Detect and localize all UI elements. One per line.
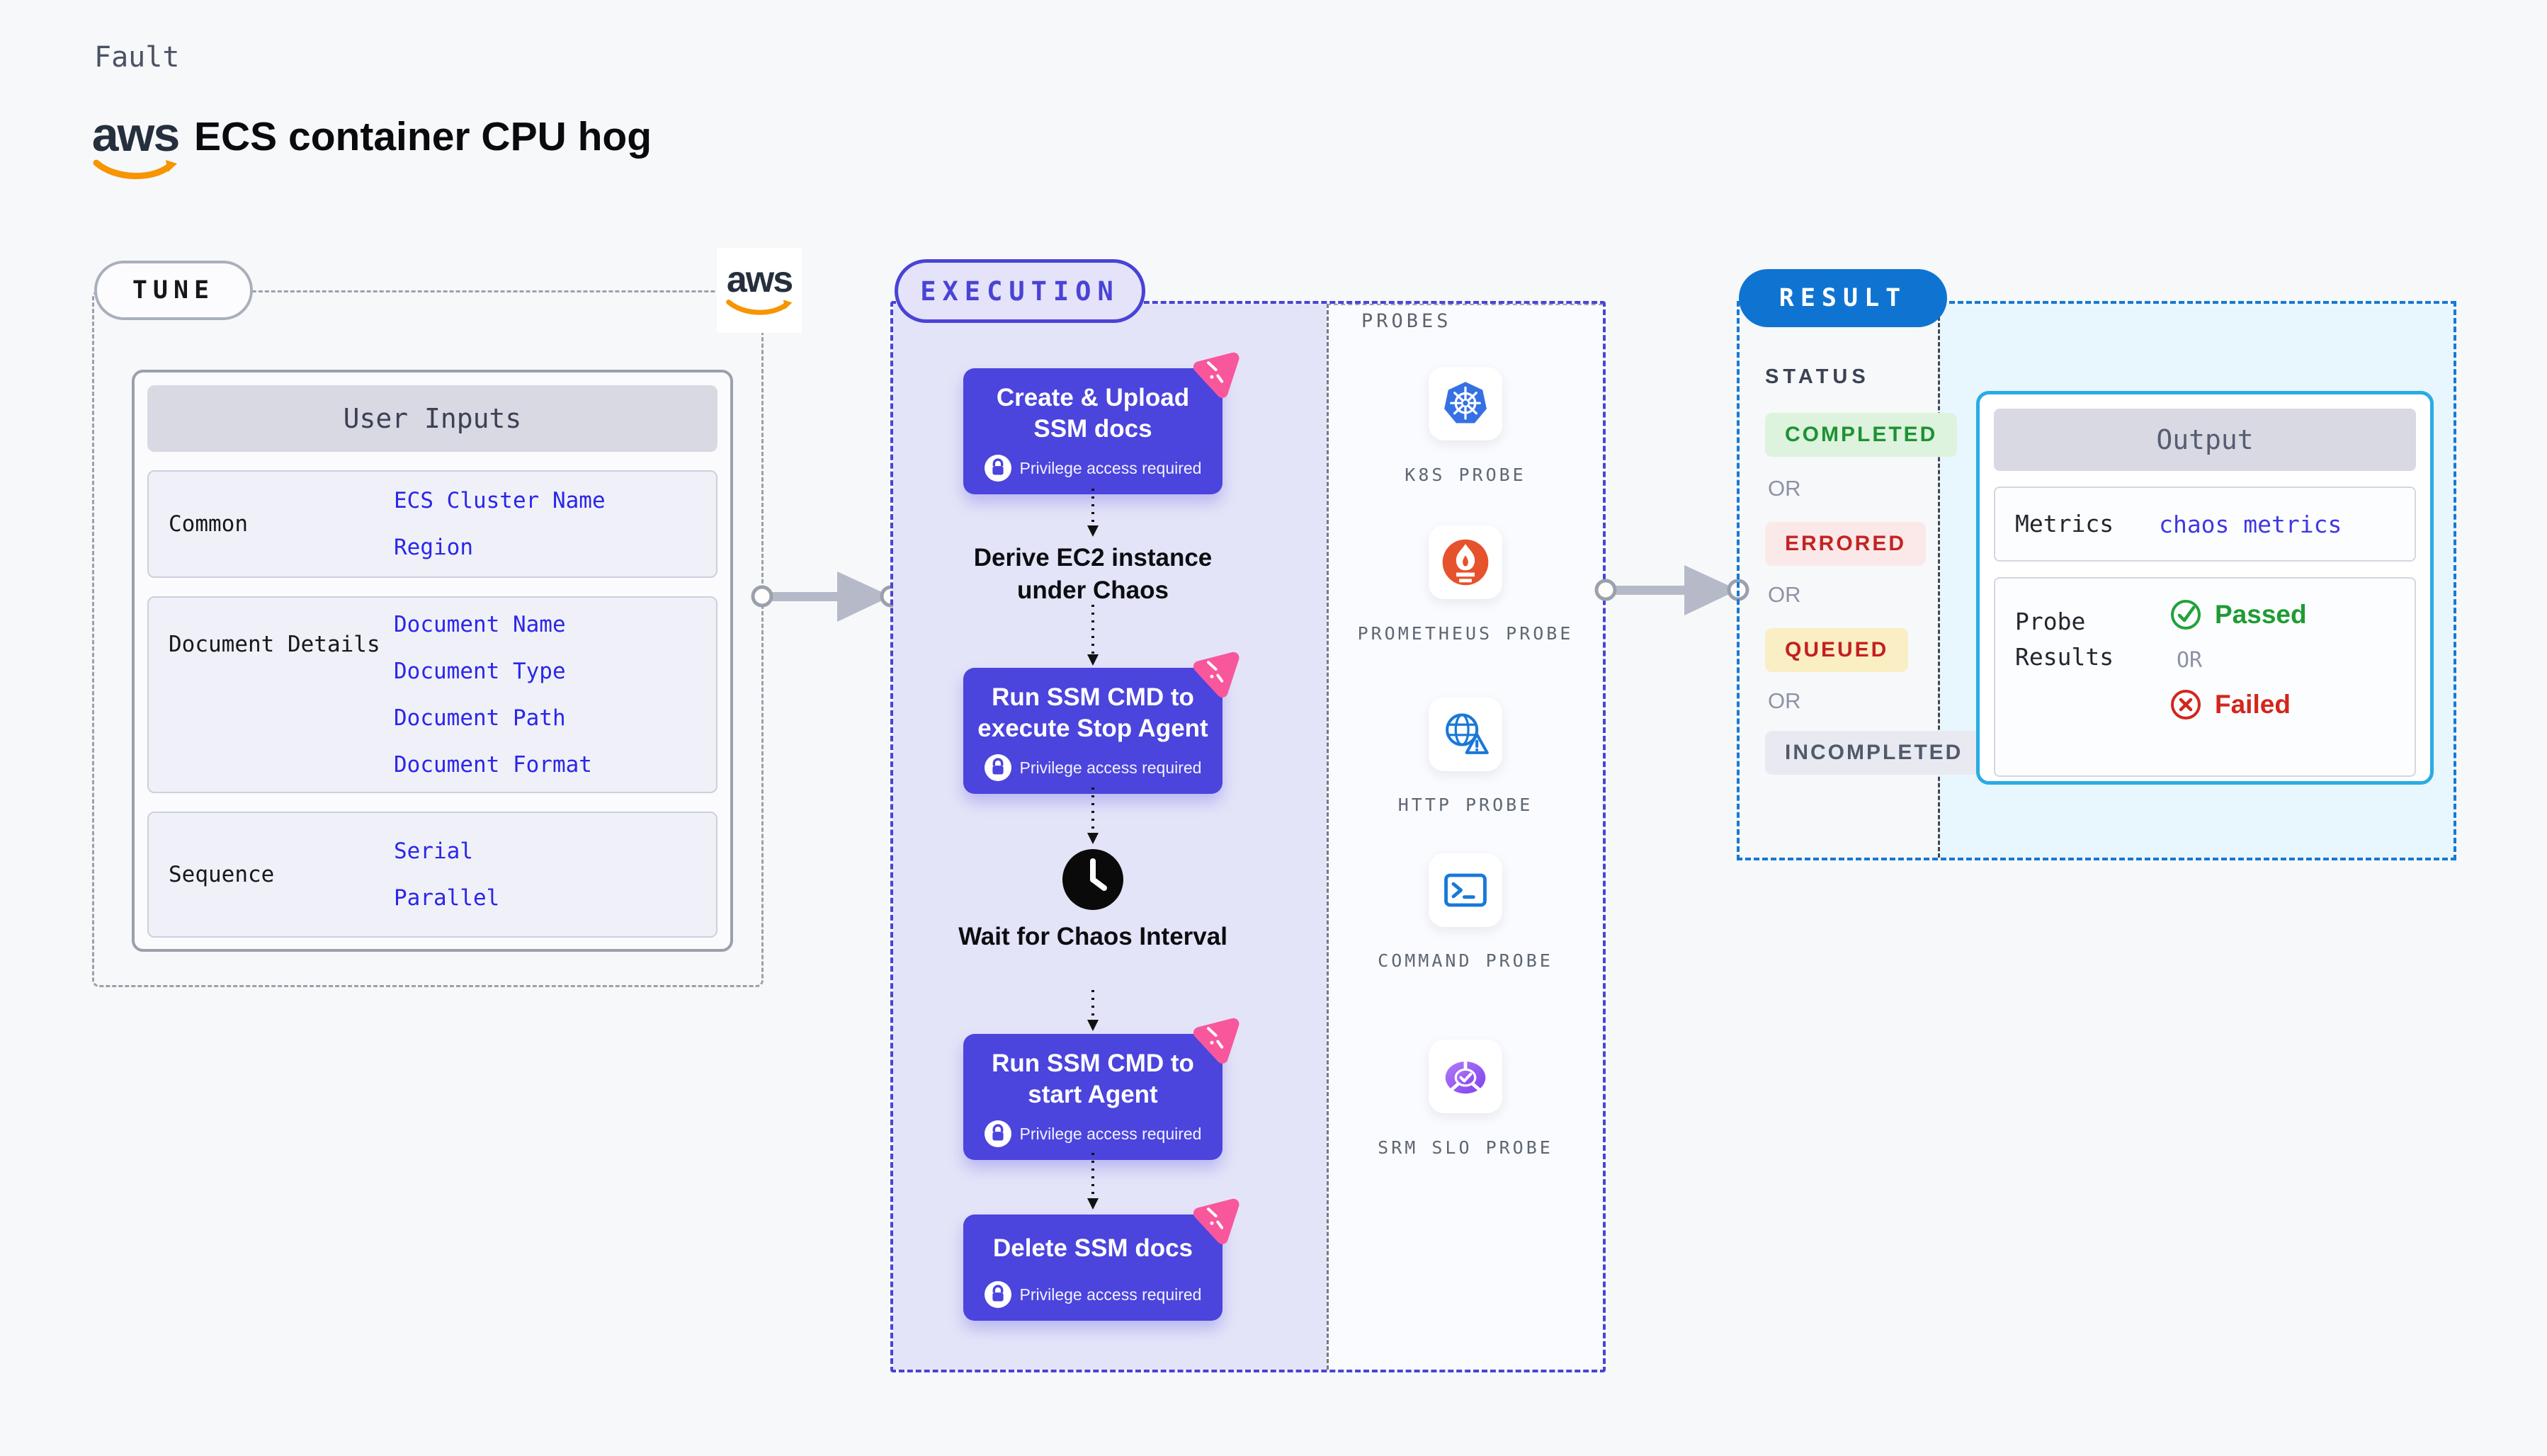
row-label: Sequence — [169, 861, 275, 887]
step-run-ssm-stop-agent: Run SSM CMD to execute Stop Agent Privil… — [963, 652, 1240, 795]
or-separator: OR — [1768, 582, 1801, 607]
privilege-badge: Privilege access required — [1019, 758, 1202, 777]
status-label: STATUS — [1765, 365, 1870, 388]
or-separator: OR — [1768, 688, 1801, 713]
srm-slo-probe-label: SRM SLO PROBE — [1378, 1137, 1553, 1158]
failed-label: Failed — [2215, 690, 2291, 719]
prometheus-probe-label: PROMETHEUS PROBE — [1357, 623, 1574, 644]
kubernetes-icon — [1444, 382, 1487, 423]
row-label: Document Details — [169, 632, 380, 657]
input-region: Region — [394, 535, 473, 560]
flow-arrow-icon — [1087, 787, 1099, 844]
user-inputs-card: User Inputs Common ECS Cluster Name Regi… — [132, 370, 733, 952]
execution-to-result-arrow-icon — [1594, 565, 1749, 615]
check-circle-icon — [2171, 600, 2201, 630]
chaos-icon — [1193, 1198, 1240, 1244]
privilege-badge: Privilege access required — [1019, 458, 1202, 477]
status-badge-incompleted: INCOMPLETED — [1765, 731, 1983, 775]
chaos-icon — [1193, 1018, 1240, 1064]
step-title: Delete SSM docs — [992, 1234, 1193, 1262]
aws-smile-icon — [726, 300, 793, 315]
metrics-value: chaos metrics — [2159, 510, 2342, 538]
user-inputs-row-common: Common ECS Cluster Name Region — [147, 470, 717, 578]
clock-icon — [1062, 849, 1123, 910]
step-title: Run SSM CMD to execute Stop Agent — [977, 683, 1208, 743]
http-probe-card — [1429, 698, 1502, 771]
k8s-probe-card — [1429, 367, 1502, 440]
aws-logo: aws — [91, 108, 181, 184]
fault-category-label: Fault — [94, 41, 180, 74]
input-document-name: Document Name — [394, 612, 566, 637]
input-document-type: Document Type — [394, 659, 566, 684]
step-title: Run SSM CMD to start Agent — [992, 1050, 1194, 1109]
lock-icon — [984, 1120, 1011, 1148]
lock-icon — [984, 1281, 1011, 1309]
flow-arrow-icon — [1087, 990, 1099, 1031]
aws-logo-small: aws — [725, 261, 793, 319]
aws-logo-text: aws — [91, 108, 181, 161]
row-label: Common — [169, 511, 248, 537]
status-badge-queued: QUEUED — [1765, 628, 1909, 672]
input-ecs-cluster-name: ECS Cluster Name — [394, 488, 606, 513]
input-document-path: Document Path — [394, 705, 566, 731]
probe-results-row: Probe Results Passed OR Faile — [1994, 577, 2416, 777]
aws-smile-icon — [93, 159, 177, 179]
or-separator: OR — [1768, 476, 1801, 501]
srm-slo-probe-card — [1429, 1040, 1502, 1113]
probes-label: PROBES — [1361, 310, 1452, 332]
result-section-pill: RESULT — [1739, 269, 1947, 327]
output-card: Output Metrics chaos metrics Probe Resul… — [1976, 391, 2434, 785]
input-parallel: Parallel — [394, 885, 500, 911]
privilege-badge: Privilege access required — [1019, 1124, 1202, 1143]
http-globe-warning-icon — [1446, 713, 1489, 754]
user-inputs-title: User Inputs — [147, 385, 717, 452]
chaos-icon — [1193, 352, 1240, 398]
status-badge-errored: ERRORED — [1765, 522, 1927, 566]
page-title: ECS container CPU hog — [194, 114, 652, 159]
execution-section-pill: EXECUTION — [895, 259, 1145, 323]
aws-provider-card: aws — [717, 248, 802, 333]
x-circle-icon — [2171, 690, 2201, 720]
step-title: Create & Upload SSM docs — [996, 384, 1190, 443]
privilege-badge: Privilege access required — [1019, 1285, 1202, 1304]
chaos-icon — [1193, 652, 1240, 698]
k8s-probe-label: K8S PROBE — [1405, 465, 1526, 485]
or-separator: OR — [2177, 648, 2203, 673]
aws-logo-text-small: aws — [726, 259, 793, 300]
input-document-format: Document Format — [394, 752, 592, 778]
step-wait-for-chaos-interval: Wait for Chaos Interval — [958, 923, 1227, 950]
lock-icon — [984, 754, 1011, 782]
output-title: Output — [1994, 409, 2416, 471]
probes-panel — [1327, 304, 1603, 1370]
prometheus-icon — [1442, 539, 1489, 586]
passed-label: Passed — [2215, 600, 2307, 629]
tune-section-pill: TUNE — [94, 261, 253, 320]
http-probe-label: HTTP PROBE — [1397, 795, 1533, 815]
terminal-icon — [1444, 873, 1487, 907]
execution-section-box — [890, 301, 1606, 1372]
flow-arrow-icon — [1087, 489, 1099, 537]
user-inputs-row-document-details: Document Details Document Name Document … — [147, 596, 717, 793]
step-create-upload-ssm-docs: Create & Upload SSM docs Privilege acces… — [963, 352, 1240, 495]
step-run-ssm-start-agent: Run SSM CMD to start Agent Privilege acc… — [963, 1018, 1240, 1161]
flow-arrow-icon — [1087, 605, 1099, 666]
flow-arrow-icon — [1087, 1153, 1099, 1210]
command-probe-label: COMMAND PROBE — [1378, 950, 1553, 971]
metrics-row: Metrics chaos metrics — [1994, 487, 2416, 562]
step-derive-ec2-instance: Derive EC2 instance under Chaos — [973, 544, 1213, 604]
status-badge-completed: COMPLETED — [1765, 413, 1958, 457]
srm-slo-icon — [1445, 1060, 1486, 1094]
step-delete-ssm-docs: Delete SSM docs Privilege access require… — [963, 1198, 1240, 1321]
tune-to-execution-arrow-icon — [751, 571, 901, 622]
command-probe-card — [1429, 853, 1502, 927]
prometheus-probe-card — [1429, 525, 1502, 599]
user-inputs-row-sequence: Sequence Serial Parallel — [147, 812, 717, 938]
input-serial: Serial — [394, 838, 473, 864]
metrics-label: Metrics — [2015, 510, 2114, 538]
lock-icon — [984, 455, 1011, 482]
tune-section-box — [92, 290, 764, 987]
probe-results-label: Probe Results — [2015, 608, 2114, 671]
